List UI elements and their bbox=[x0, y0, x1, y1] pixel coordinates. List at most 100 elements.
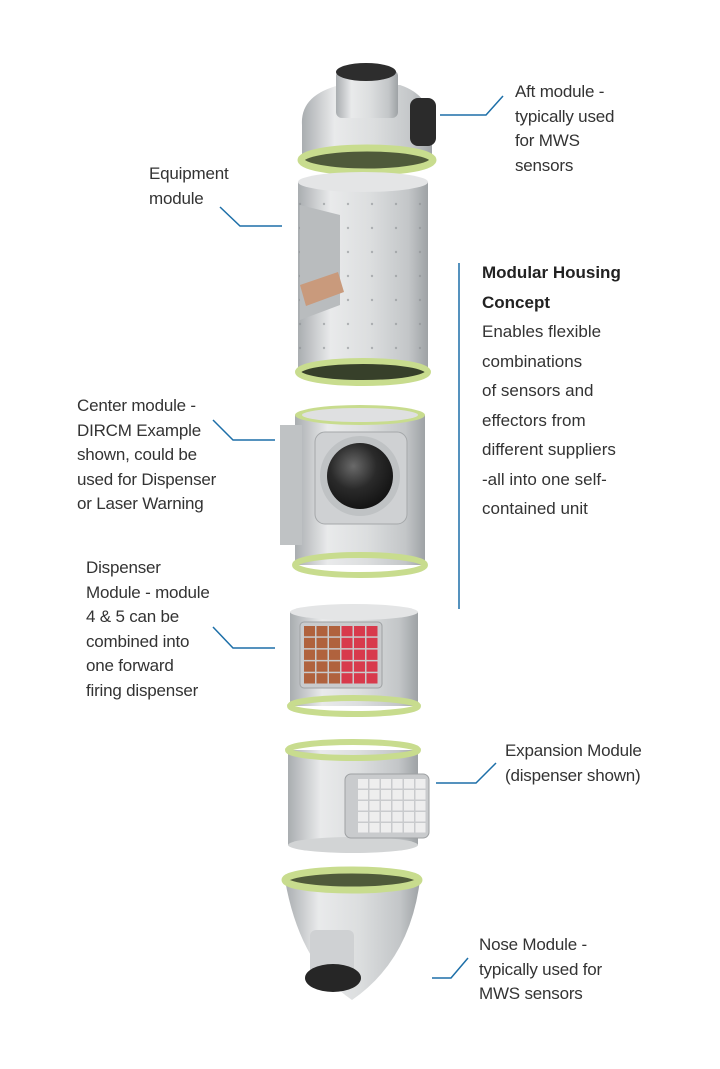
callout-nose-line: Nose Module - bbox=[479, 935, 587, 954]
cartridge-cell bbox=[366, 637, 378, 649]
callout-expansion-line: (dispenser shown) bbox=[505, 765, 641, 785]
concept-body-line: different suppliers bbox=[482, 440, 616, 459]
callout-dispenser-line: combined into bbox=[86, 631, 190, 651]
cartridge-cell bbox=[415, 801, 426, 811]
cartridge-cell bbox=[354, 661, 365, 672]
cartridge-cell bbox=[369, 779, 380, 789]
callout-dispenser-line: Dispenser bbox=[86, 558, 161, 577]
cartridge-cell bbox=[366, 626, 378, 637]
concept-body-line: Enables flexible bbox=[482, 322, 602, 341]
callout-aft-line: sensors bbox=[515, 155, 574, 175]
leader-nose bbox=[432, 957, 469, 979]
cartridge-cell bbox=[316, 661, 328, 672]
cartridge-cell bbox=[341, 649, 353, 660]
cartridge-cell bbox=[415, 823, 426, 833]
leader-expansion bbox=[436, 762, 497, 784]
cartridge-cell bbox=[392, 790, 403, 800]
cartridge-cell bbox=[404, 790, 414, 800]
cartridge-cell bbox=[404, 801, 414, 811]
expansion-module-icon bbox=[285, 739, 430, 853]
cartridge-cell bbox=[316, 626, 328, 637]
cartridge-cell bbox=[415, 812, 426, 822]
cartridge-cell bbox=[354, 626, 365, 637]
callout-nose-line: MWS sensors bbox=[479, 984, 583, 1003]
cartridge-cell bbox=[366, 649, 378, 660]
cartridge-cell bbox=[392, 801, 403, 811]
callout-dispenser-line: one forward bbox=[86, 656, 174, 675]
cartridge-cell bbox=[404, 823, 414, 833]
cartridge-cell bbox=[304, 649, 315, 660]
leader-equipment bbox=[219, 206, 282, 227]
cartridge-cell bbox=[329, 637, 340, 649]
cartridge-cell bbox=[341, 626, 353, 637]
callout-dispenser-line: 4 & 5 can be bbox=[86, 607, 180, 626]
cartridge-cell bbox=[304, 661, 315, 672]
concept-body-line: effectors from bbox=[482, 410, 586, 430]
cartridge-cell bbox=[404, 779, 414, 789]
cartridge-cell bbox=[415, 779, 426, 789]
cartridge-cell bbox=[369, 801, 380, 811]
concept-body-line: combinations bbox=[482, 351, 583, 371]
callout-center-line: DIRCM Example bbox=[77, 420, 201, 440]
cartridge-cell bbox=[369, 823, 380, 833]
leader-aft bbox=[440, 95, 504, 116]
callout-aft-line: for MWS bbox=[515, 131, 580, 150]
cartridge-cell bbox=[329, 661, 340, 672]
cartridge-cell bbox=[354, 673, 365, 684]
callout-center-line: Center module - bbox=[77, 396, 196, 415]
cartridge-cell bbox=[381, 823, 391, 833]
cartridge-cell bbox=[392, 823, 403, 833]
callout-expansion: Expansion Module (dispenser shown) bbox=[505, 739, 642, 788]
concept-title-line: Concept bbox=[482, 292, 550, 312]
callout-equipment-line: module bbox=[149, 188, 204, 208]
center-module-icon bbox=[280, 405, 428, 578]
cartridge-cell bbox=[404, 812, 414, 822]
callout-equipment: Equipment module bbox=[149, 162, 229, 211]
callout-expansion-line: Expansion Module bbox=[505, 741, 642, 760]
callout-aft-line: Aft module - bbox=[515, 82, 605, 101]
cartridge-cell bbox=[304, 637, 315, 649]
cartridge-cell bbox=[329, 673, 340, 684]
cartridge-cell bbox=[354, 649, 365, 660]
concept-body-line: -all into one self- bbox=[482, 469, 607, 489]
leader-dispenser bbox=[212, 626, 275, 649]
cartridge-cell bbox=[354, 637, 365, 649]
cartridge-cell bbox=[329, 626, 340, 637]
callout-nose-line: typically used for bbox=[479, 959, 603, 979]
cartridge-cell bbox=[358, 790, 368, 800]
callout-aft-line: typically used bbox=[515, 106, 615, 126]
cartridge-cell bbox=[316, 649, 328, 660]
nose-module-icon bbox=[281, 866, 423, 1000]
cartridge-cell bbox=[366, 661, 378, 672]
cartridge-cell bbox=[316, 673, 328, 684]
callout-equipment-line: Equipment bbox=[149, 164, 229, 183]
cartridge-cell bbox=[304, 673, 315, 684]
cartridge-cell bbox=[366, 673, 378, 684]
cartridge-cell bbox=[358, 812, 368, 822]
cartridge-cell bbox=[392, 779, 403, 789]
cartridge-cell bbox=[304, 626, 315, 637]
cartridge-cell bbox=[341, 673, 353, 684]
concept-title-line: Modular Housing bbox=[482, 263, 621, 282]
callout-dispenser-line: firing dispenser bbox=[86, 680, 199, 700]
callout-center-line: used for Dispenser bbox=[77, 469, 217, 489]
leader-center bbox=[212, 419, 275, 441]
cartridge-cell bbox=[369, 812, 380, 822]
cartridge-cell bbox=[381, 812, 391, 822]
cartridge-cell bbox=[381, 801, 391, 811]
cartridge-cell bbox=[341, 661, 353, 672]
cartridge-cell bbox=[341, 637, 353, 649]
cartridge-cell bbox=[381, 779, 391, 789]
cartridge-cell bbox=[358, 823, 368, 833]
cartridge-cell bbox=[316, 637, 328, 649]
concept-body-line: of sensors and bbox=[482, 381, 594, 400]
cartridge-cell bbox=[329, 649, 340, 660]
leader-lines bbox=[212, 95, 504, 979]
cartridge-cell bbox=[369, 790, 380, 800]
